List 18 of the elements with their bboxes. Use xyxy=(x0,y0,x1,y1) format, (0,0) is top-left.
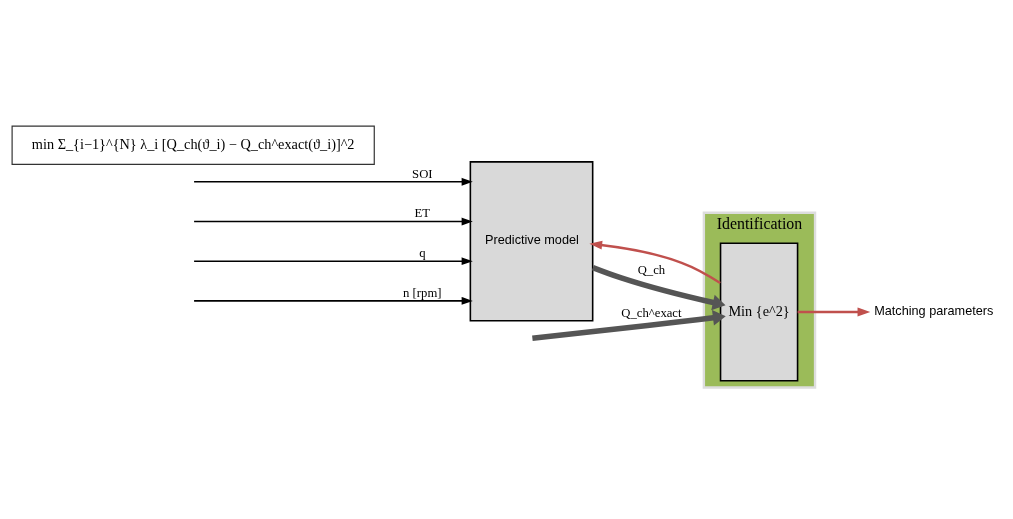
edge-label: SOI xyxy=(412,166,433,181)
node-box: Min {e^2} xyxy=(719,242,799,381)
edge-label: q xyxy=(419,245,426,260)
arrow xyxy=(193,217,473,225)
edge-label: Q_ch^exact xyxy=(621,305,682,320)
arrow xyxy=(591,264,726,310)
edge-label: Q_ch xyxy=(637,262,666,277)
arrow xyxy=(797,307,871,316)
arrow xyxy=(589,240,721,284)
edge-label: n [rpm] xyxy=(403,285,442,300)
arrow xyxy=(193,177,473,186)
arrow xyxy=(193,296,473,305)
node-box: min Σ_{i−1}^{N} λ_i [Q_ch(ϑ_i) − Q_ch^exact(ϑ_i)]^2 xyxy=(11,125,375,165)
edge-label: ET xyxy=(414,205,431,220)
arrow xyxy=(532,309,726,341)
node-text: Matching parameters xyxy=(874,303,994,318)
node-box: Predictive model xyxy=(469,160,594,322)
arrow xyxy=(193,256,473,265)
